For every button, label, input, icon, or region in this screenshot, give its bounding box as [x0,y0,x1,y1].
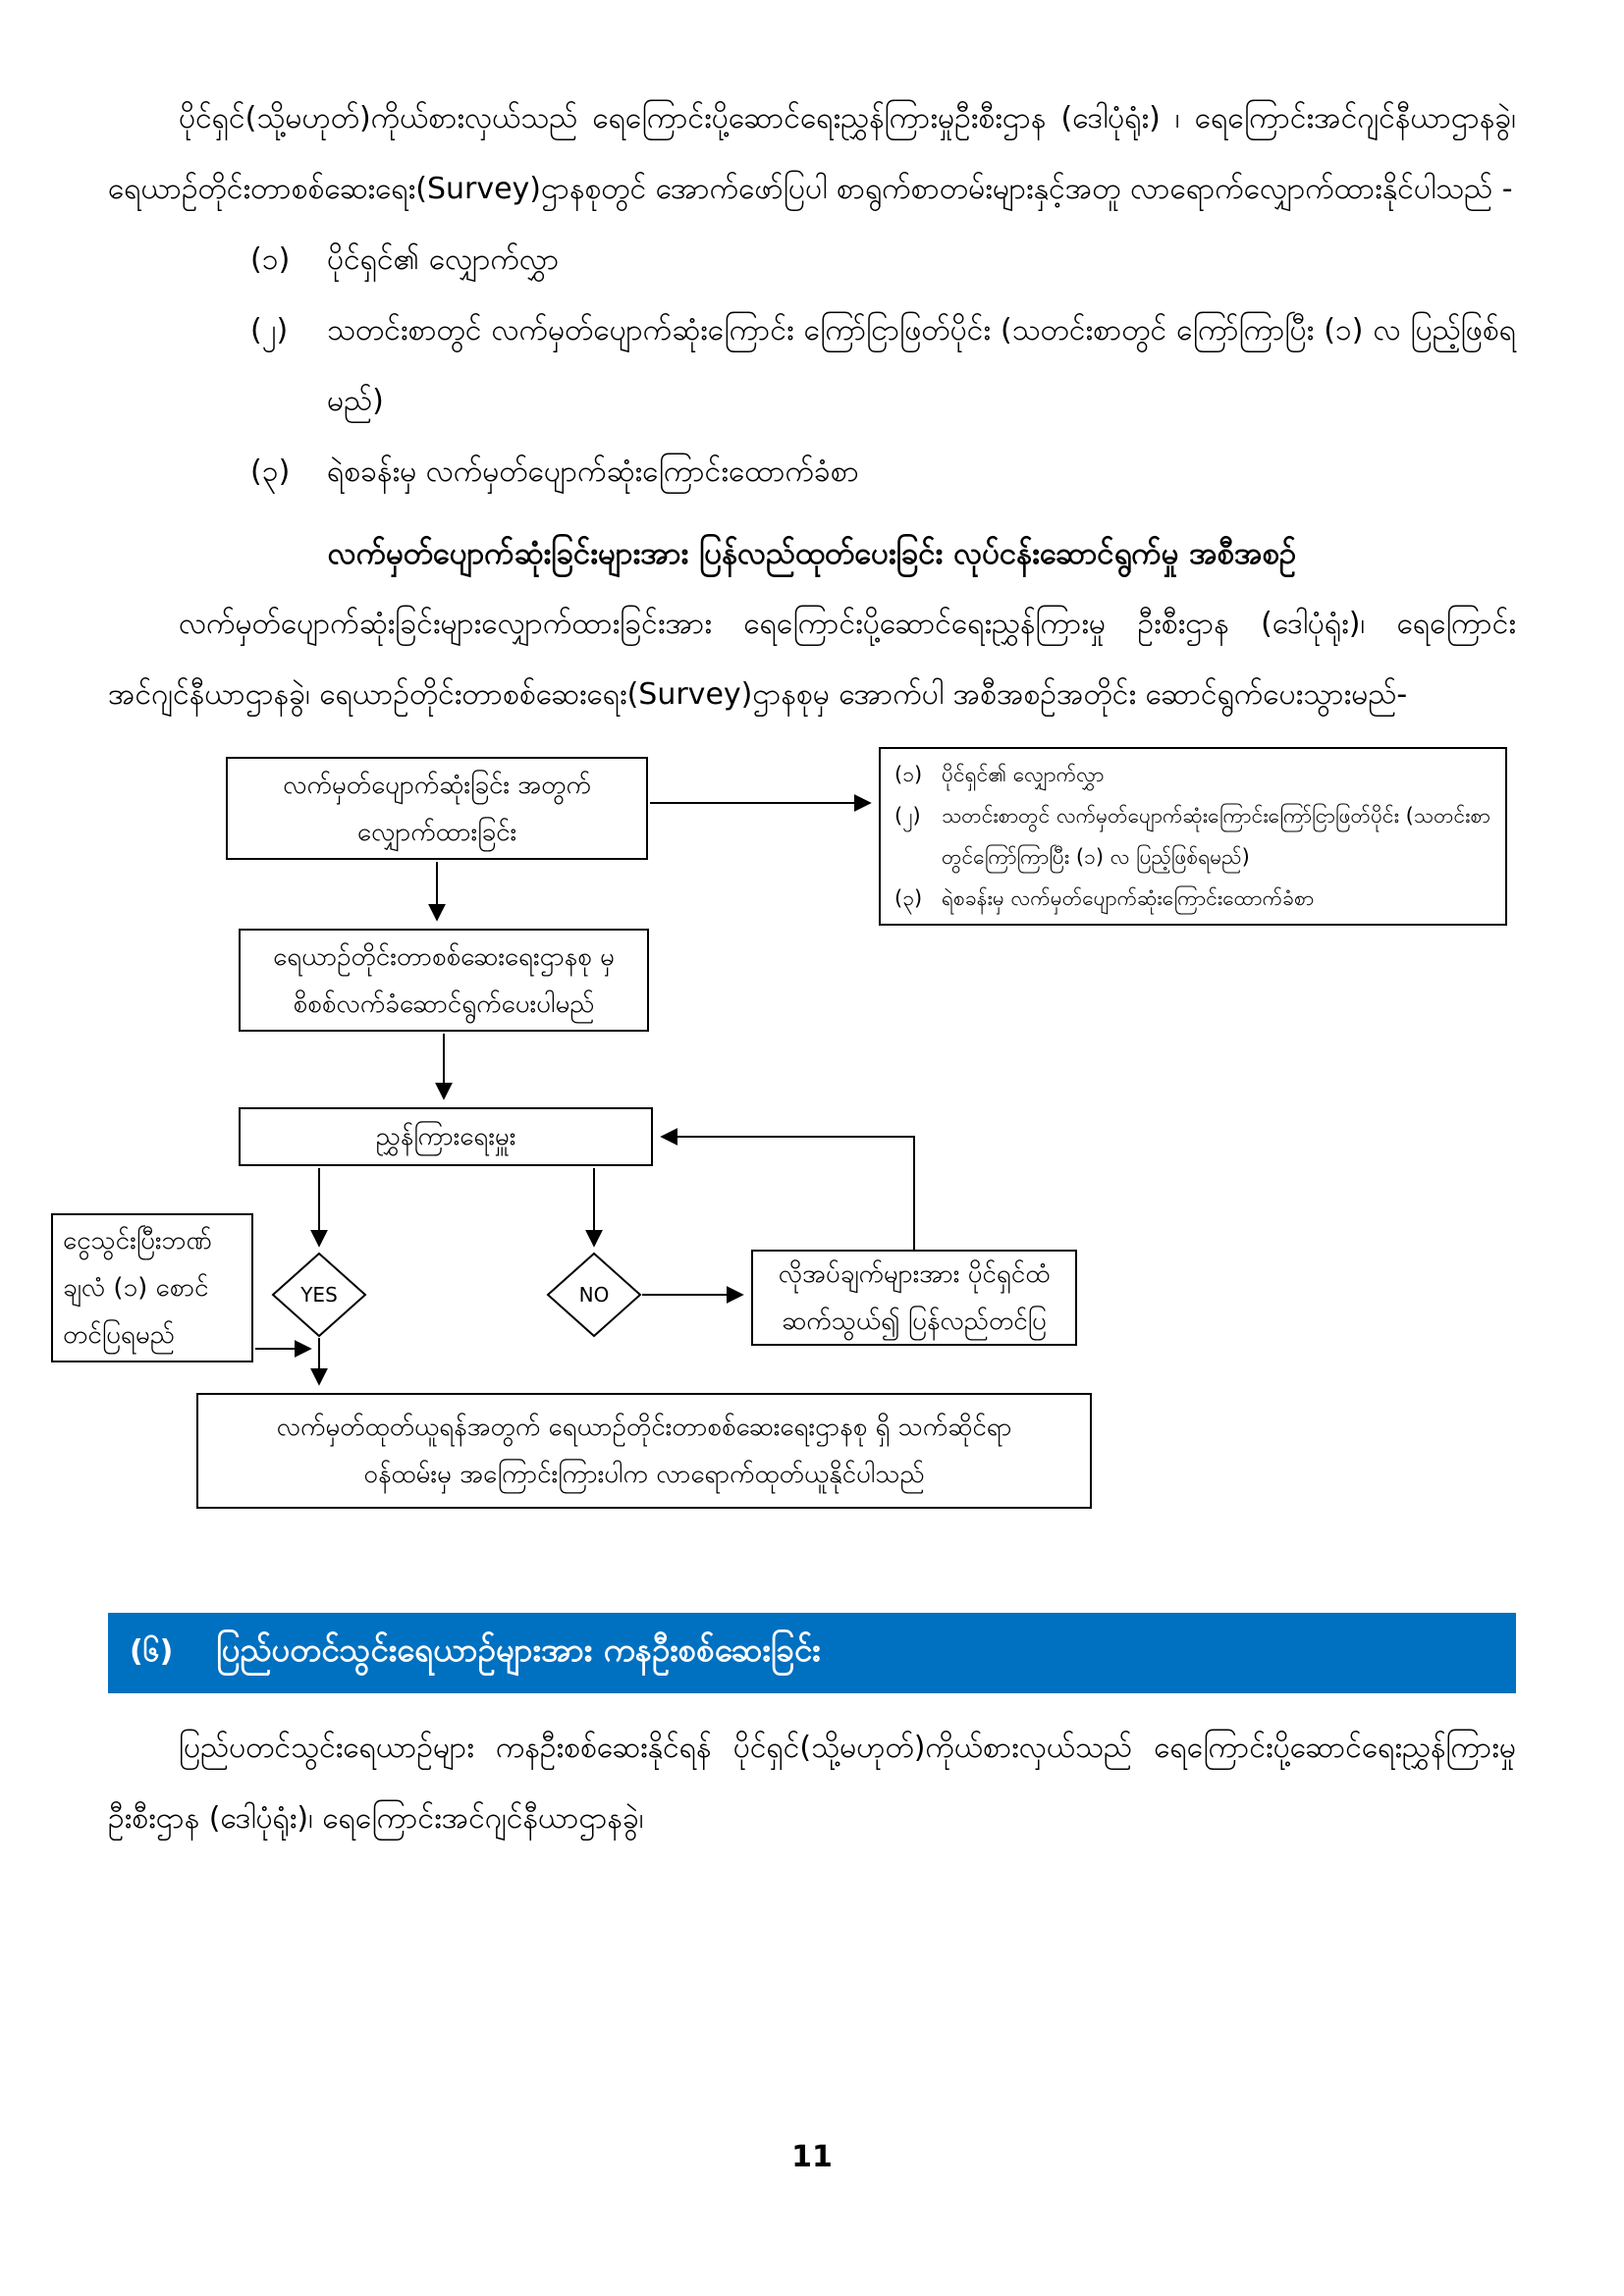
list-item: (၃) ရဲစခန်းမှ လက်မှတ်ပျောက်ဆုံးကြောင်းထေ… [250,437,1516,507]
doc-item: (၂) သတင်းစာတွင် လက်မှတ်ပျောက်ဆုံးကြောင်း… [894,795,1491,878]
list-item: (၂) သတင်းစာတွင် လက်မှတ်ပျောက်ဆုံးကြောင်း… [250,295,1516,437]
bank-receipt-box: ငွေသွင်းပြီးဘဏ် ချလံ (၁) စောင် တင်ပြရမည် [51,1213,253,1363]
process-paragraph: လက်မှတ်ပျောက်ဆုံးခြင်းများလျှောက်ထားခြင်… [108,607,1516,713]
connector-contact-to-director [660,1128,915,1251]
yes-diamond [271,1252,367,1338]
doc-item-text: ပိုင်ရှင်၏ လျှောက်လွှာ [942,763,1105,787]
bank-receipt-line: ငွေသွင်းပြီးဘဏ် [63,1226,212,1256]
list-item-number: (၁) [250,242,291,277]
section-6-header: (၆) ပြည်ပတင်သွင်းရေယာဉ်များအား ကနဦးစစ်ဆေ… [108,1613,1516,1694]
contact-owner-line: လိုအပ်ချက်များအား ပိုင်ရှင်ထံ [778,1259,1051,1290]
doc-item-number: (၁) [894,763,923,787]
doc-item-number: (၂) [894,804,921,828]
apply-box: လက်မှတ်ပျောက်ဆုံးခြင်း အတွက် လျှောက်ထားခ… [226,757,648,861]
survey-unit-box-line: စိစစ်လက်ခံဆောင်ရွက်ပေးပါမည် [293,988,595,1019]
section-6-number: (၆) [130,1633,174,1669]
list-item-text: သတင်းစာတွင် လက်မှတ်ပျောက်ဆုံးကြောင်း ကြေ… [327,313,1516,418]
document-page: ပိုင်ရှင်(သို့မဟုတ်)ကိုယ်စားလှယ်သည် ရေကြ… [0,101,1624,1837]
doc-item-number: (၃) [894,886,923,911]
collect-certificate-line: လက်မှတ်ထုတ်ယူရန်အတွက် ရေယာဉ်တိုင်းတာစစ်ဆ… [276,1413,1012,1443]
flowchart-connectors [255,794,915,1387]
required-documents-list: (၁) ပိုင်ရှင်၏ လျှောက်လွှာ (၂) သတင်းစာတွ… [250,225,1516,507]
page-number: 11 [791,2140,833,2174]
list-item-number: (၂) [250,313,289,347]
contact-owner-line: ဆက်သွယ်၍ ပြန်လည်တင်ပြ [782,1307,1047,1337]
collect-certificate-box: လက်မှတ်ထုတ်ယူရန်အတွက် ရေယာဉ်တိုင်းတာစစ်ဆ… [196,1393,1092,1510]
director-box-label: ညွှန်ကြားရေးမှူး [375,1122,516,1152]
section-6-title: ပြည်ပတင်သွင်းရေယာဉ်များအား ကနဦးစစ်ဆေးခြင… [216,1629,821,1669]
list-item-text: ရဲစခန်းမှ လက်မှတ်ပျောက်ဆုံးကြောင်းထောက်ခ… [327,454,860,489]
doc-item: (၁) ပိုင်ရှင်၏ လျှောက်လွှာ [894,754,1491,795]
list-item-text: ပိုင်ရှင်၏ လျှောက်လွှာ [327,242,560,277]
doc-item-text: ရဲစခန်းမှ လက်မှတ်ပျောက်ဆုံးကြောင်းထောက်ခ… [942,886,1315,911]
process-heading: လက်မှတ်ပျောက်ဆုံးခြင်းများအား ပြန်လည်ထုတ… [327,536,1297,571]
bank-receipt-line: တင်ပြရမည် [63,1320,175,1351]
bank-receipt-line: ချလံ (၁) စောင် [63,1273,209,1304]
list-item: (၁) ပိုင်ရှင်၏ လျှောက်လွှာ [250,225,1516,295]
survey-unit-box-line: ရေယာဉ်တိုင်းတာစစ်ဆေးရေးဌာနစု မှ [273,941,615,972]
apply-box-line: လက်မှတ်ပျောက်ဆုံးခြင်း အတွက် [283,770,591,800]
collect-certificate-line: ဝန်ထမ်းမှ အကြောင်းကြားပါက လာရောက်ထုတ်ယူန… [363,1460,925,1490]
section-6-paragraph: ပြည်ပတင်သွင်းရေယာဉ်များ ကနဦးစစ်ဆေးနိုင်ရ… [108,1731,1516,1837]
list-item-number: (၃) [250,454,291,489]
apply-box-line: လျှောက်ထားခြင်း [356,817,517,847]
required-docs-box: (၁) ပိုင်ရှင်၏ လျှောက်လွှာ (၂) သတင်းစာတွ… [879,747,1507,927]
contact-owner-box: လိုအပ်ချက်များအား ပိုင်ရှင်ထံ ဆက်သွယ်၍ ပ… [751,1250,1077,1347]
yes-label: YES [300,1283,338,1308]
doc-item: (၃) ရဲစခန်းမှ လက်မှတ်ပျောက်ဆုံးကြောင်းထေ… [894,878,1491,919]
no-diamond [546,1252,642,1338]
no-label: NO [578,1283,610,1308]
doc-item-text: သတင်းစာတွင် လက်မှတ်ပျောက်ဆုံးကြောင်းကြော… [942,804,1490,870]
director-box: ညွှန်ကြားရေးမှူး [239,1107,653,1167]
survey-unit-box: ရေယာဉ်တိုင်းတာစစ်ဆေးရေးဌာနစု မှ စိစစ်လက်… [239,929,649,1033]
flowchart: လက်မှတ်ပျောက်ဆုံးခြင်း အတွက် လျှောက်ထားခ… [0,742,1624,1520]
intro-paragraph: ပိုင်ရှင်(သို့မဟုတ်)ကိုယ်စားလှယ်သည် ရေကြ… [108,101,1516,206]
